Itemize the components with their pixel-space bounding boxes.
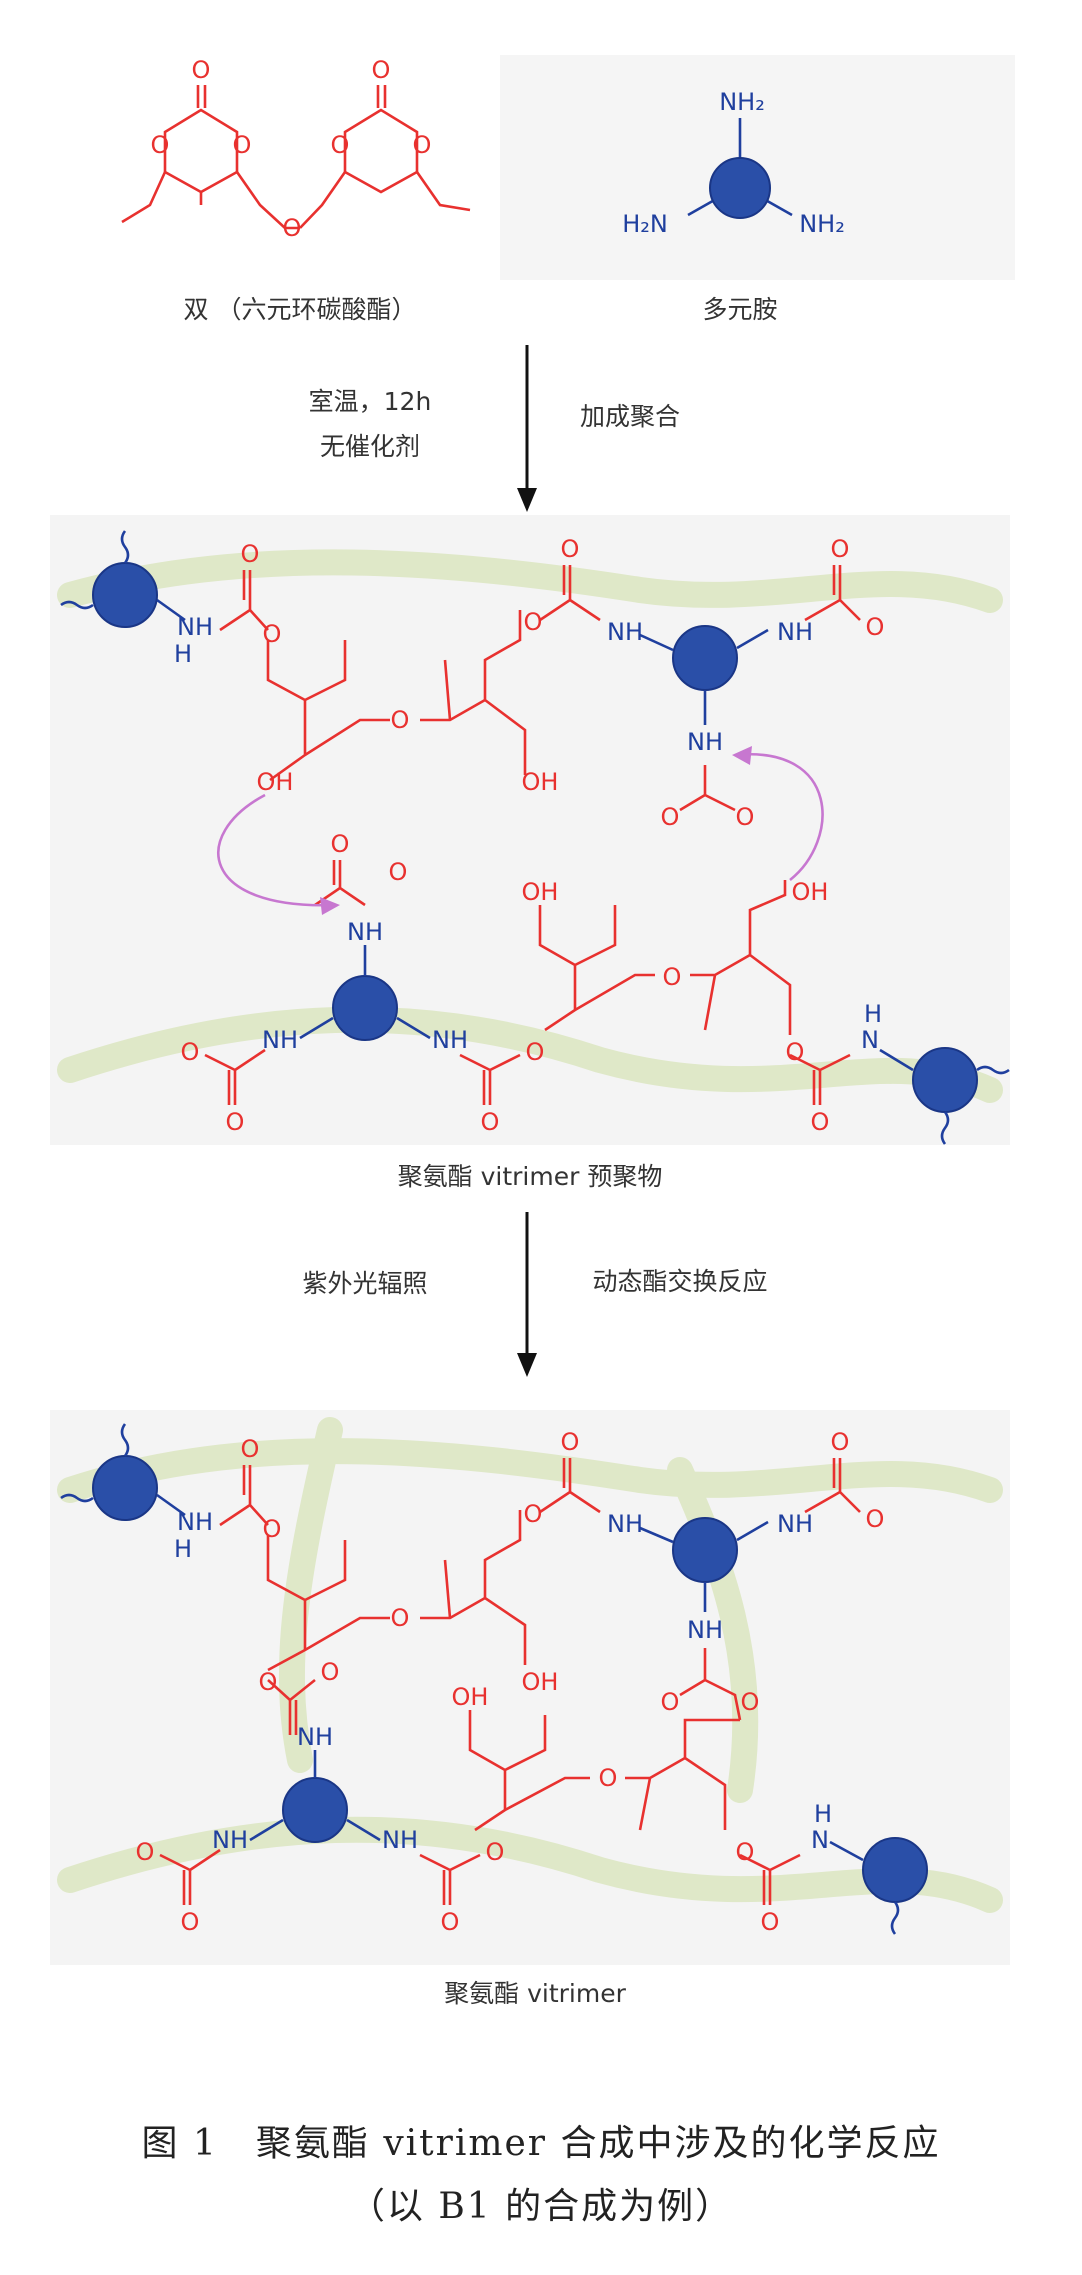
amine-core-icon	[912, 1047, 978, 1113]
atom-o: O	[441, 1908, 460, 1936]
atom-oh: OH	[257, 768, 294, 796]
atom-o: O	[389, 858, 408, 886]
reaction-arrow-1	[517, 345, 537, 512]
ring-o-1a: O	[151, 131, 170, 159]
atom-nh: NH	[297, 1723, 333, 1751]
atom-o: O	[811, 1108, 830, 1136]
atom-o: O	[263, 1515, 282, 1543]
amine-core-icon	[332, 975, 398, 1041]
atom-o: O	[241, 540, 260, 568]
amine-core-icon	[672, 1517, 738, 1583]
atom-o: O	[263, 620, 282, 648]
bis-carbonate-label: 双 （六元环碳酸酯）	[184, 295, 417, 324]
atom-o: O	[561, 535, 580, 563]
atom-o: O	[736, 1838, 755, 1866]
step2-reaction-name: 动态酯交换反应	[592, 1267, 767, 1296]
atom-nh: NH	[177, 1508, 213, 1536]
ring-o-1b: O	[233, 131, 252, 159]
atom-nh: NH	[212, 1826, 248, 1854]
atom-o: O	[181, 1908, 200, 1936]
amine-core-icon	[282, 1777, 348, 1843]
atom-o: O	[391, 1604, 410, 1632]
atom-nh: NH	[777, 1510, 813, 1538]
atom-n: N	[861, 1026, 879, 1054]
atom-o: O	[663, 963, 682, 991]
atom-o: O	[661, 1688, 680, 1716]
carbonyl-o-1: O	[192, 56, 211, 84]
prepolymer-label: 聚氨酯 vitrimer 预聚物	[398, 1162, 663, 1191]
atom-o: O	[331, 830, 350, 858]
atom-o: O	[761, 1908, 780, 1936]
step2-condition: 紫外光辐照	[302, 1269, 427, 1298]
figure-caption: 图 1 聚氨酯 vitrimer 合成中涉及的化学反应	[142, 2123, 941, 2164]
atom-oh: OH	[792, 878, 829, 906]
atom-nh: NH	[777, 618, 813, 646]
carbonyl-o-2: O	[372, 56, 391, 84]
atom-oh: OH	[452, 1683, 489, 1711]
product-panel: O O NH H O O NH NH O O O OH NH O O O O N…	[50, 1410, 1010, 1965]
atom-nh: NH	[177, 613, 213, 641]
atom-h: H	[864, 1000, 882, 1028]
atom-nh: NH	[432, 1026, 468, 1054]
atom-oh: OH	[522, 768, 559, 796]
atom-o: O	[831, 1428, 850, 1456]
atom-o: O	[524, 1500, 543, 1528]
atom-h: H	[174, 1535, 192, 1563]
polyamine-label: 多元胺	[702, 295, 777, 324]
amine-core-icon	[672, 625, 738, 691]
step1-condition-time: 室温，12h	[309, 387, 432, 416]
figure-caption-subtitle: （以 B1 的合成为例）	[349, 2186, 733, 2227]
atom-o: O	[661, 803, 680, 831]
atom-o: O	[226, 1108, 245, 1136]
atom-o: O	[321, 1658, 340, 1686]
atom-o: O	[831, 535, 850, 563]
amine-core-icon	[92, 562, 158, 628]
atom-o: O	[391, 706, 410, 734]
nh2-right: NH₂	[799, 210, 845, 238]
atom-nh: NH	[262, 1026, 298, 1054]
atom-o: O	[259, 1668, 278, 1696]
atom-nh: NH	[687, 1616, 723, 1644]
polyamine-structure: NH₂ H₂N NH₂	[500, 55, 1015, 280]
atom-h: H	[174, 640, 192, 668]
atom-o: O	[866, 1505, 885, 1533]
atom-o: O	[136, 1838, 155, 1866]
atom-o: O	[561, 1428, 580, 1456]
atom-o: O	[599, 1764, 618, 1792]
atom-o: O	[526, 1038, 545, 1066]
step1-condition-catalyst: 无催化剂	[320, 432, 420, 461]
atom-o: O	[524, 608, 543, 636]
ring-o-2a: O	[331, 131, 350, 159]
atom-oh: OH	[522, 1668, 559, 1696]
product-label: 聚氨酯 vitrimer	[444, 1979, 626, 2008]
atom-o: O	[786, 1038, 805, 1066]
h2n-left: H₂N	[622, 210, 668, 238]
prepolymer-panel: O O NH H O O NH NH O O O OH OH NH O O O …	[50, 515, 1010, 1145]
atom-o: O	[736, 803, 755, 831]
reaction-arrow-2	[517, 1212, 537, 1377]
amine-core-icon	[862, 1837, 928, 1903]
amine-core-icon	[709, 157, 771, 219]
atom-o: O	[241, 1435, 260, 1463]
atom-o: O	[741, 1688, 760, 1716]
ether-o: O	[283, 214, 302, 242]
atom-o: O	[486, 1838, 505, 1866]
atom-nh: NH	[347, 918, 383, 946]
atom-oh: OH	[522, 878, 559, 906]
atom-h: H	[814, 1800, 832, 1828]
nh2-top: NH₂	[719, 88, 765, 116]
bis-cyclic-carbonate-structure: O O O O O O O	[121, 56, 471, 242]
atom-nh: NH	[607, 618, 643, 646]
step1-reaction-name: 加成聚合	[580, 402, 680, 431]
amine-core-icon	[92, 1455, 158, 1521]
atom-n: N	[811, 1826, 829, 1854]
ring-o-2b: O	[413, 131, 432, 159]
atom-o: O	[181, 1038, 200, 1066]
atom-nh: NH	[382, 1826, 418, 1854]
atom-o: O	[866, 613, 885, 641]
atom-nh: NH	[607, 1510, 643, 1538]
atom-nh: NH	[687, 728, 723, 756]
atom-o: O	[481, 1108, 500, 1136]
